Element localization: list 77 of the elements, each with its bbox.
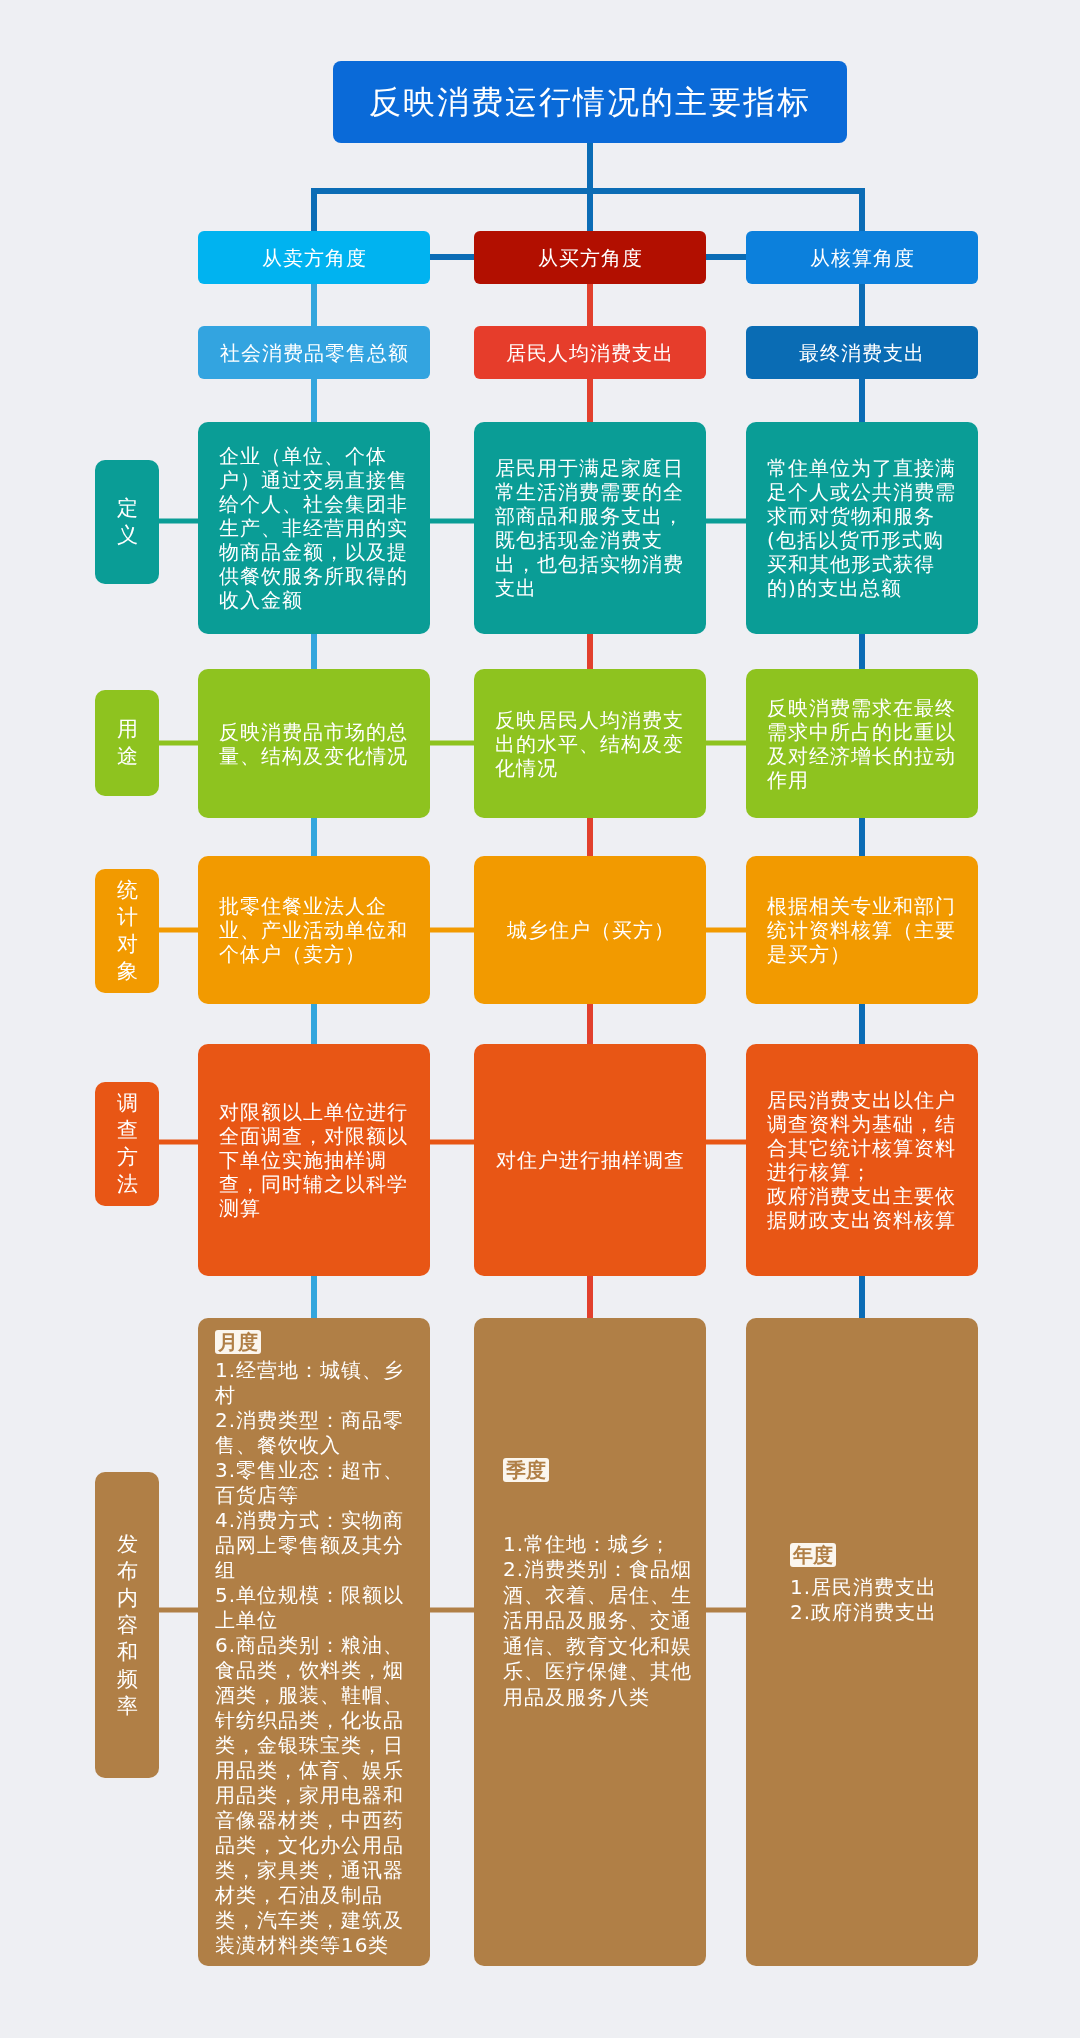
connector-line xyxy=(311,818,317,856)
connector-line xyxy=(311,284,317,326)
row-label-box: 用途 xyxy=(95,690,159,796)
indicator-box: 最终消费支出 xyxy=(746,326,978,379)
connector-line xyxy=(430,1607,474,1613)
list-item: 3.零售业态：超市、百货店等 xyxy=(215,1458,406,1508)
connector-line xyxy=(159,1139,198,1145)
connector-line xyxy=(859,1276,865,1318)
list-item: 5.单位规模：限额以上单位 xyxy=(215,1583,406,1633)
connector-line xyxy=(430,254,474,260)
row-label-box: 定义 xyxy=(95,460,159,584)
connector-line xyxy=(859,818,865,856)
connector-line xyxy=(159,740,198,746)
connector-line xyxy=(859,379,865,422)
connector-line xyxy=(587,634,593,669)
connector-line xyxy=(706,1139,746,1145)
list-item: 1.常住地：城乡； xyxy=(503,1531,673,1558)
connector-line xyxy=(159,1607,198,1613)
list-item: 1.居民消费支出 xyxy=(790,1574,939,1600)
connector-line xyxy=(706,927,746,933)
connector-line xyxy=(706,740,746,746)
row-label-box: 发布内容和频率 xyxy=(95,1472,159,1778)
connector-line xyxy=(587,1004,593,1044)
release-panel xyxy=(746,1318,978,1966)
scope-box: 城乡住户（买方） xyxy=(474,856,706,1004)
list-item: 4.消费方式：实物商品网上零售额及其分组 xyxy=(215,1508,406,1583)
connector-line xyxy=(430,927,474,933)
period-badge: 月度 xyxy=(215,1330,261,1354)
connector-line xyxy=(159,518,198,524)
connector-line xyxy=(587,818,593,856)
release-panel xyxy=(474,1318,706,1966)
period-badge: 季度 xyxy=(503,1457,549,1482)
method-box: 对限额以上单位进行全面调查，对限额以下单位实施抽样调查，同时辅之以科学测算 xyxy=(198,1044,430,1276)
connector-line xyxy=(706,518,746,524)
definition-box: 常住单位为了直接满足个人或公共消费需求而对货物和服务(包括以货币形式购买和其他形式获得的)的支出总额 xyxy=(746,422,978,634)
connector-line xyxy=(587,379,593,422)
method-text: 政府消费支出主要依据财政支出资料核算 xyxy=(767,1184,957,1232)
connector-line xyxy=(311,379,317,422)
method-text: 居民消费支出以住户调查资料为基础，结合其它统计核算资料进行核算； xyxy=(767,1088,957,1184)
method-box xyxy=(746,1044,978,1276)
connector-line xyxy=(430,518,474,524)
definition-box: 企业（单位、个体户）通过交易直接售给个人、社会集团非生产、非经营用的实物商品金额，以及提供餐饮服务所取得的收入金额 xyxy=(198,422,430,634)
perspective-box: 从核算角度 xyxy=(746,231,978,284)
connector-line xyxy=(311,1004,317,1044)
scope-box: 根据相关专业和部门统计资料核算（主要是买方） xyxy=(746,856,978,1004)
list-item: 6.商品类别：粮油、食品类，饮料类，烟酒类，服装、鞋帽、针纺织品类，化妆品类，金银珠宝类，日用品类，体育、娱乐用品类，家用电器和音像器材类，中西药品类，文化办公用品类，家具类，通讯器材类，石油及制品类，汽车类，建筑及装潢材料类等16类 xyxy=(215,1633,406,1958)
method-box: 对住户进行抽样调查 xyxy=(474,1044,706,1276)
perspective-box: 从卖方角度 xyxy=(198,231,430,284)
row-label-box: 调查方法 xyxy=(95,1082,159,1206)
list-item: 1.经营地：城镇、乡村 xyxy=(215,1358,406,1408)
connector-line xyxy=(587,1276,593,1318)
usage-box: 反映居民人均消费支出的水平、结构及变化情况 xyxy=(474,669,706,818)
connector-line xyxy=(587,284,593,326)
connector-line xyxy=(311,634,317,669)
title-box: 反映消费运行情况的主要指标 xyxy=(333,61,847,143)
connector-line xyxy=(859,284,865,326)
list-item: 2.政府消费支出 xyxy=(790,1600,939,1626)
release-panel xyxy=(198,1318,430,1966)
list-item: 2.消费类型：商品零售、餐饮收入 xyxy=(215,1408,406,1458)
connector-line xyxy=(706,1607,746,1613)
usage-box: 反映消费品市场的总量、结构及变化情况 xyxy=(198,669,430,818)
list-item: 2.消费类别：食品烟酒、衣着、居住、生活用品及服务、交通通信、教育文化和娱乐、医疗保健、其他用品及服务八类 xyxy=(503,1557,694,1711)
connector-line xyxy=(159,927,198,933)
definition-box: 居民用于满足家庭日常生活消费需要的全部商品和服务支出，既包括现金消费支出，也包括实物消费支出 xyxy=(474,422,706,634)
perspective-box: 从买方角度 xyxy=(474,231,706,284)
connector-line xyxy=(706,254,746,260)
connector-line xyxy=(430,740,474,746)
row-label-box: 统计对象 xyxy=(95,869,159,993)
indicator-box: 居民人均消费支出 xyxy=(474,326,706,379)
connector-line xyxy=(430,1139,474,1145)
usage-box: 反映消费需求在最终需求中所占的比重以及对经济增长的拉动作用 xyxy=(746,669,978,818)
connector-line xyxy=(311,1276,317,1318)
connector-line xyxy=(859,634,865,669)
connector-line xyxy=(859,1004,865,1044)
indicator-box: 社会消费品零售总额 xyxy=(198,326,430,379)
period-badge: 年度 xyxy=(790,1542,836,1567)
scope-box: 批零住餐业法人企业、产业活动单位和个体户（卖方） xyxy=(198,856,430,1004)
